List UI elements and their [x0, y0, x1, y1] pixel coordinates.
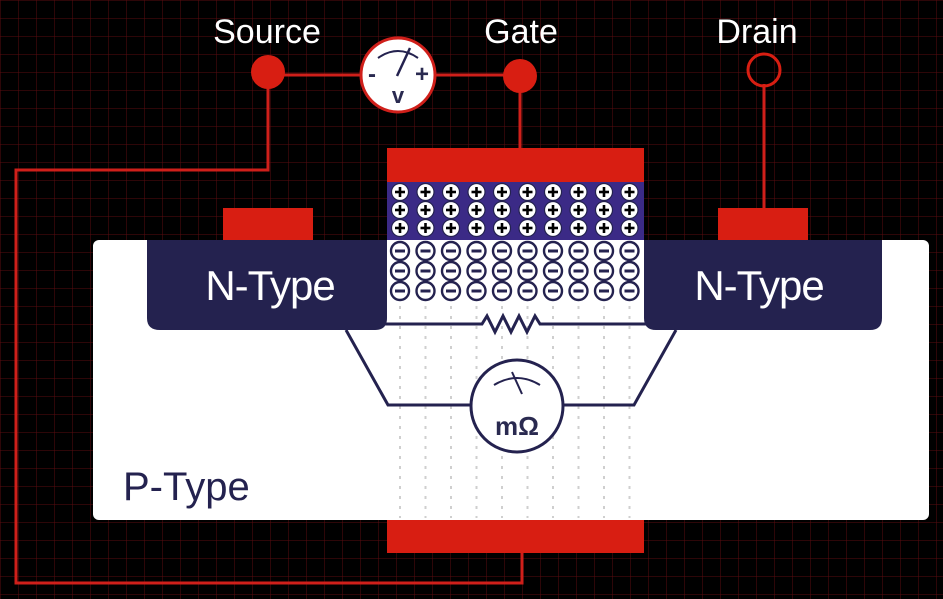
n-type-region-right [644, 240, 882, 330]
negative-charge-icon [593, 260, 615, 282]
positive-charge-icon [441, 182, 461, 202]
ohmmeter-needle-icon [511, 371, 523, 395]
negative-charge-icon [466, 260, 487, 282]
source-to-body-wire [14, 78, 524, 585]
negative-charge-icon [440, 240, 462, 262]
positive-charge-icon [620, 200, 639, 220]
ohmmeter-wire-right [562, 329, 678, 407]
drain-label: Drain [716, 13, 797, 51]
positive-charge-icon [492, 182, 512, 202]
positive-charge-icon [543, 200, 563, 220]
negative-charge-icon [619, 260, 640, 282]
voltmeter: - + v [359, 36, 437, 114]
negative-charge-icon [440, 260, 462, 282]
channel-resistor [385, 312, 646, 336]
drain-terminal [746, 52, 782, 88]
negative-charge-icon [619, 280, 640, 302]
positive-charge-icon [492, 200, 512, 220]
negative-charge-icon [466, 240, 487, 262]
p-type-label: P-Type [123, 465, 250, 509]
positive-charge-icon [594, 200, 614, 220]
negative-charge-icon [568, 240, 589, 262]
negative-charge-icon [593, 240, 615, 262]
gate-label: Gate [484, 13, 558, 51]
positive-charge-icon [390, 182, 410, 202]
negative-charge-icon [517, 280, 538, 302]
negative-charge-icon [491, 240, 513, 262]
positive-charge-icon [416, 182, 435, 202]
source-terminal [251, 55, 285, 89]
positive-charge-icon [518, 200, 537, 220]
negative-charge-icon [415, 260, 436, 282]
negative-charge-icon [389, 260, 411, 282]
gate-terminal [503, 59, 537, 93]
negative-charge-icon [517, 240, 538, 262]
positive-charges [390, 182, 639, 238]
source-label: Source [213, 13, 321, 51]
ohmmeter-dial [469, 358, 565, 454]
positive-charge-icon [492, 218, 512, 238]
negative-charge-icon [440, 280, 462, 302]
positive-charge-icon [569, 182, 588, 202]
drain-contact [718, 208, 808, 240]
negative-charge-icon [415, 240, 436, 262]
voltmeter-scale [377, 50, 419, 59]
positive-charge-icon [594, 182, 614, 202]
negative-charge-icon [568, 260, 589, 282]
positive-charge-icon [518, 182, 537, 202]
ohmmeter-scale [493, 377, 541, 386]
positive-charge-icon [390, 200, 410, 220]
ohmmeter-wire-left [344, 329, 472, 407]
positive-charge-icon [518, 218, 537, 238]
positive-charge-icon [441, 200, 461, 220]
positive-charge-icon [467, 218, 486, 238]
voltmeter-needle-icon [395, 47, 412, 77]
wiring [14, 73, 766, 585]
voltmeter-minus: - [368, 61, 376, 88]
positive-charge-icon [416, 218, 435, 238]
ohmmeter-unit: mΩ [495, 411, 539, 441]
positive-charge-icon [390, 218, 410, 238]
voltmeter-plus: + [415, 61, 429, 88]
negative-charge-icon [389, 280, 411, 302]
n-type-region-left [147, 240, 387, 330]
negative-charge-icon [415, 280, 436, 302]
positive-charge-icon [569, 200, 588, 220]
positive-charge-icon [620, 182, 639, 202]
source-contact [223, 208, 313, 240]
gate-electrode [387, 148, 644, 182]
positive-charge-icon [467, 182, 486, 202]
negative-charge-icon [491, 260, 513, 282]
positive-charge-icon [441, 218, 461, 238]
positive-charge-icon [620, 218, 639, 238]
positive-charge-icon [467, 200, 486, 220]
positive-charge-icon [416, 200, 435, 220]
ohmmeter: mΩ [469, 358, 565, 454]
negative-charge-icon [542, 260, 564, 282]
negative-charge-icon [542, 280, 564, 302]
voltmeter-unit: v [392, 83, 405, 108]
positive-charge-icon [569, 218, 588, 238]
positive-charge-icon [594, 218, 614, 238]
negative-charge-icon [593, 280, 615, 302]
negative-charge-icon [568, 280, 589, 302]
negative-charge-icon [619, 240, 640, 262]
negative-charge-icon [491, 280, 513, 302]
n-type-label-right: N-Type [694, 262, 823, 309]
negative-charge-icon [466, 280, 487, 302]
negative-charge-icon [389, 240, 411, 262]
n-type-label-left: N-Type [205, 262, 334, 309]
positive-charge-icon [543, 182, 563, 202]
body-contact [387, 520, 644, 553]
negative-charge-icon [517, 260, 538, 282]
negative-charge-icon [542, 240, 564, 262]
negative-charges [389, 240, 640, 302]
positive-charge-icon [543, 218, 563, 238]
